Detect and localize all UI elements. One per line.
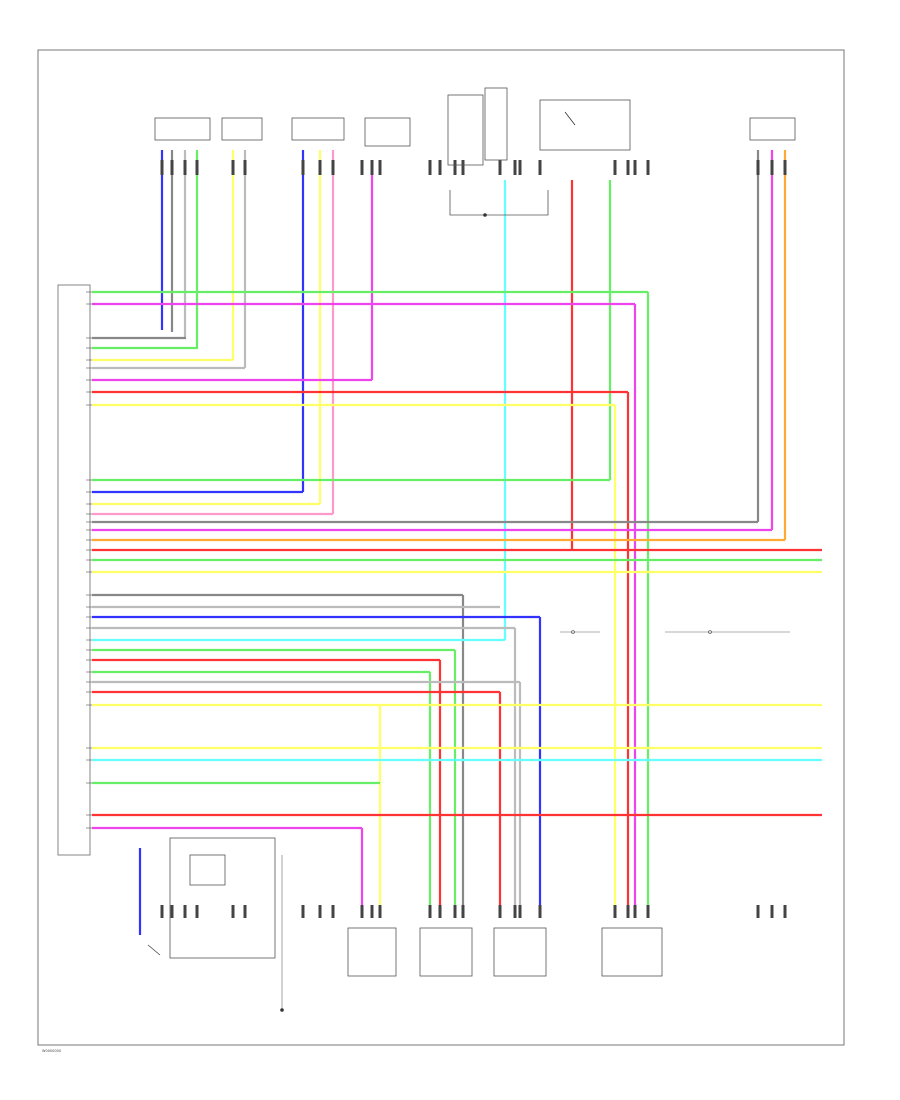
connector-pin [646,160,650,175]
component-box-top-5 [447,94,484,166]
connector-pin [783,905,787,918]
diagram-frame [37,49,845,1046]
relay-box [539,99,631,151]
component-box-top-3 [291,117,345,141]
connector-pin [160,160,164,175]
component-box-top-6 [484,87,508,161]
connector-pin [613,905,617,918]
connector-pin [428,160,432,175]
relay-switch [564,111,576,126]
connector-pin [183,160,187,175]
connector-pin [378,160,382,175]
connector-pin [498,905,502,918]
bottom-box-3 [493,927,547,977]
connector-pin [756,905,760,918]
connector-pin [438,160,442,175]
switch-inner-box [189,854,226,886]
connector-pin [461,160,465,175]
connector-pin [170,160,174,175]
connector-pin [626,160,630,175]
connector-pin [318,905,322,918]
connector-pin [498,160,502,175]
connector-pin [231,160,235,175]
connector-pin [646,905,650,918]
connector-pin [331,160,335,175]
connector-pin [513,160,517,175]
connector-pin [360,160,364,175]
connector-pin [170,905,174,918]
switch-box [169,837,276,959]
connector-pin [195,905,199,918]
connector-pin [518,905,522,918]
connector-pin [318,160,322,175]
bottom-box-1 [347,927,397,977]
bottom-box-4 [601,927,663,977]
diagram-code: W0000000 [42,1049,61,1053]
connector-pin [518,160,522,175]
connector-pin [453,905,457,918]
wires-layer [86,150,822,935]
connector-pin [461,905,465,918]
mid-right-switches [560,630,790,634]
connector-pin [453,160,457,175]
component-box-top-1 [154,117,211,141]
top-components [154,87,796,217]
connector-pin [626,905,630,918]
connector-pin [370,160,374,175]
connector-pin [301,905,305,918]
connector-pin [538,905,542,918]
connector-pin [378,905,382,918]
connector-pin [231,905,235,918]
connector-pin [613,160,617,175]
control-module-box [57,284,91,856]
connector-pin [183,905,187,918]
connector-pin [438,905,442,918]
connector-pin [243,160,247,175]
connector-pin [783,160,787,175]
ground-bus [449,190,549,216]
connector-pin [331,905,335,918]
component-box-top-8 [749,117,796,141]
connector-pin [633,905,637,918]
bottom-components [147,837,663,1012]
component-box-top-4 [364,117,411,147]
connector-pin [370,905,374,918]
connector-pin [770,160,774,175]
bottom-box-2 [419,927,473,977]
ground-node [483,213,487,217]
connector-pin [360,905,364,918]
connector-pin [428,905,432,918]
connector-pin [301,160,305,175]
connector-pin [633,160,637,175]
connector-pin [243,905,247,918]
connector-pin [538,160,542,175]
connector-pin [513,905,517,918]
connector-pin [160,905,164,918]
connector-pin [756,160,760,175]
connector-pin [770,905,774,918]
component-box-top-2 [221,117,263,141]
connector-pin [195,160,199,175]
